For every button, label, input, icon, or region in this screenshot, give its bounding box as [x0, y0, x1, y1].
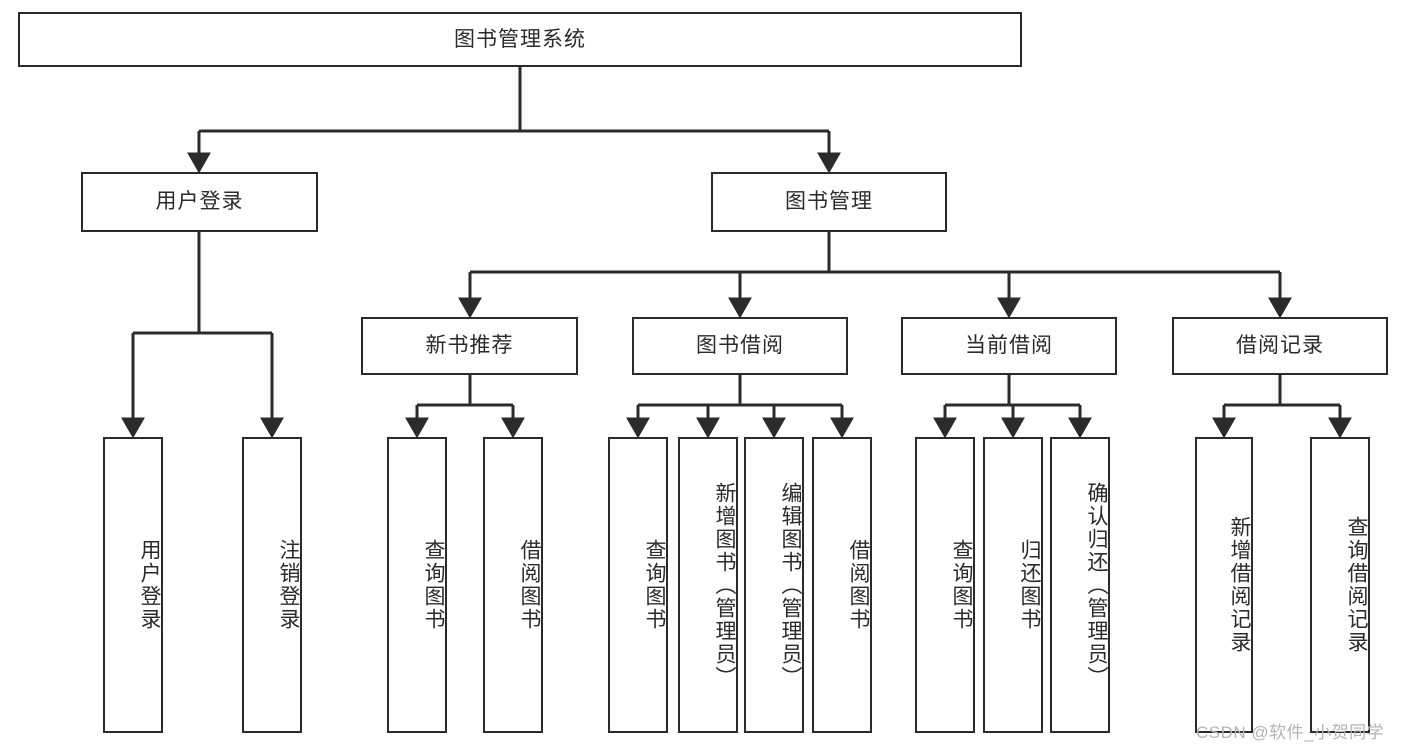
leaf-node-11[interactable]: 确认归还（管理员）	[1050, 437, 1110, 733]
node-label: 图书管理系统	[454, 27, 586, 51]
node-label: 借阅图书	[847, 539, 870, 631]
leaf-node-13[interactable]: 查询借阅记录	[1310, 437, 1370, 733]
root-node-book-management-system[interactable]: 图书管理系统	[18, 12, 1022, 67]
watermark-text: CSDN @软件_小贺同学	[1196, 723, 1385, 742]
node-label: 查询图书	[422, 539, 445, 631]
level3-node-3[interactable]: 当前借阅	[901, 317, 1117, 375]
node-label: 用户登录	[138, 539, 161, 631]
node-label: 新增图书（管理员）	[713, 481, 736, 689]
level2-node-1[interactable]: 用户登录	[81, 172, 318, 232]
node-label: 用户登录	[155, 190, 244, 214]
node-label: 查询图书	[643, 539, 666, 631]
node-label: 查询图书	[950, 539, 973, 631]
leaf-node-10[interactable]: 归还图书	[983, 437, 1043, 733]
level3-node-4[interactable]: 借阅记录	[1172, 317, 1388, 375]
node-label: 新增借阅记录	[1228, 516, 1251, 654]
node-label: 当前借阅	[965, 334, 1053, 358]
node-label: 借阅图书	[518, 539, 541, 631]
leaf-node-5[interactable]: 查询图书	[608, 437, 668, 733]
node-label: 确认归还（管理员）	[1085, 481, 1108, 689]
leaf-node-9[interactable]: 查询图书	[915, 437, 975, 733]
node-label: 归还图书	[1018, 539, 1041, 631]
node-label: 借阅记录	[1236, 334, 1324, 358]
node-label: 编辑图书（管理员）	[779, 481, 802, 689]
level3-node-2[interactable]: 图书借阅	[632, 317, 848, 375]
leaf-node-12[interactable]: 新增借阅记录	[1195, 437, 1253, 733]
node-label: 图书借阅	[696, 334, 784, 358]
node-label: 查询借阅记录	[1345, 516, 1368, 654]
node-label: 新书推荐	[425, 334, 514, 358]
leaf-node-6[interactable]: 新增图书（管理员）	[678, 437, 738, 733]
leaf-node-4[interactable]: 借阅图书	[483, 437, 543, 733]
leaf-node-2[interactable]: 注销登录	[242, 437, 302, 733]
leaf-node-1[interactable]: 用户登录	[103, 437, 163, 733]
leaf-node-7[interactable]: 编辑图书（管理员）	[744, 437, 804, 733]
node-label: 图书管理	[785, 190, 873, 214]
level3-node-1[interactable]: 新书推荐	[361, 317, 578, 375]
node-label: 注销登录	[277, 539, 300, 631]
level2-node-2[interactable]: 图书管理	[711, 172, 947, 232]
leaf-node-3[interactable]: 查询图书	[387, 437, 447, 733]
leaf-node-8[interactable]: 借阅图书	[812, 437, 872, 733]
